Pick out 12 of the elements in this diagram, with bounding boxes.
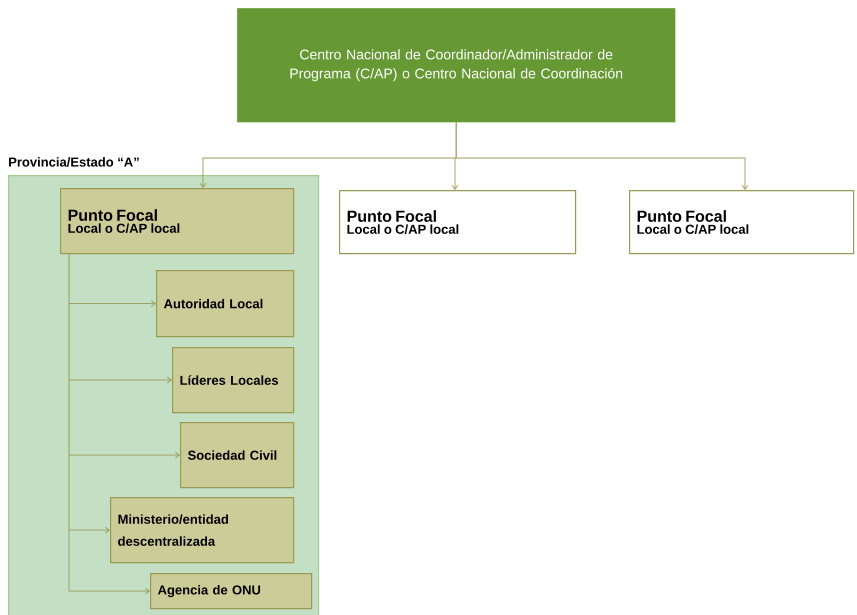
focal-point-box: Punto Focal Local o C/AP local <box>60 188 294 254</box>
actor-box: Líderes Locales <box>172 347 294 414</box>
arrow <box>68 254 150 595</box>
actor-box: Ministerio/entidad descentralizada <box>110 497 294 564</box>
panel-heading: Provincia/Estado “A” <box>9 157 139 167</box>
focal-point-box: Punto Focal Local o C/AP local <box>629 190 854 254</box>
actor-box: Agencia de ONU <box>150 573 312 610</box>
arrow <box>456 122 748 190</box>
actor-box: Sociedad Civil <box>180 422 294 488</box>
actor-box: Autoridad Local <box>156 270 294 338</box>
focal-point-box: Punto Focal Local o C/AP local <box>339 190 576 254</box>
center-box: Centro Nacional de Coordinador/Administrador de Programa (C/AP) o Centro Nacional de Coordinación <box>237 8 676 122</box>
